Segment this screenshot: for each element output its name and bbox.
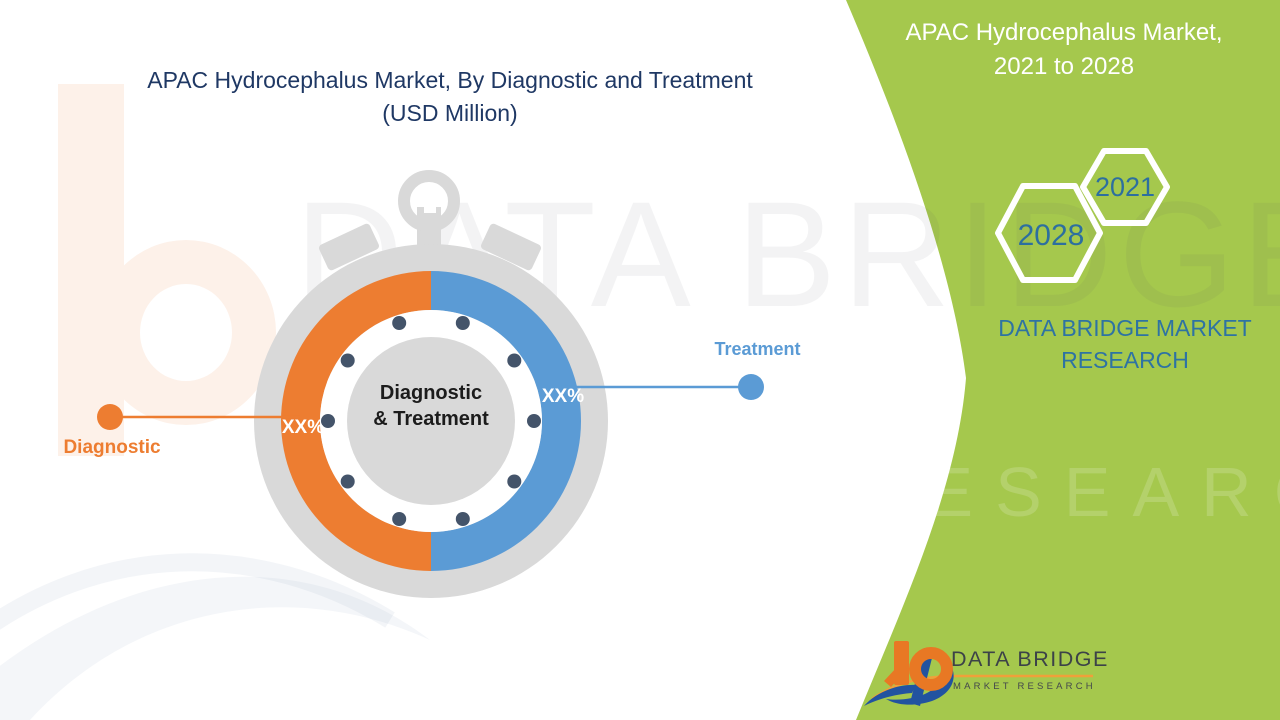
stopwatch-left-button xyxy=(319,223,379,271)
tick-dot xyxy=(392,512,407,526)
tick-dot xyxy=(321,414,335,428)
logo-d-tail xyxy=(864,684,916,706)
logo-b-foot xyxy=(884,668,903,687)
slice-treatment xyxy=(431,271,581,571)
main-title: APAC Hydrocephalus Market, By Diagnostic… xyxy=(70,64,830,130)
tick-dot xyxy=(527,414,541,428)
hexagon-year-2021: 2021 xyxy=(1094,172,1156,202)
stopwatch-stem-notch xyxy=(424,201,436,213)
tick-dot xyxy=(392,316,407,330)
tick-dot xyxy=(455,512,470,526)
logo-b-bowl xyxy=(909,647,953,691)
green-panel-shape xyxy=(846,0,1280,720)
diagnostic-value: XX% xyxy=(281,417,325,438)
year-hexagons xyxy=(995,148,1170,283)
logo-title: DATA BRIDGE xyxy=(951,647,1109,671)
hexagon-2021 xyxy=(1080,148,1170,226)
slice-diagnostic xyxy=(281,271,431,571)
side-panel-title-line2: 2021 to 2028 xyxy=(993,53,1135,80)
logo-d-crescent xyxy=(886,652,954,705)
swirl-shape xyxy=(0,576,430,720)
hexagon-2028 xyxy=(995,183,1103,283)
tick-dot xyxy=(340,353,355,368)
donut-center-label-line2: & Treatment xyxy=(373,408,489,430)
tick-dot xyxy=(507,353,522,368)
brand-name-line1: DATA BRIDGE MARKET xyxy=(998,315,1252,341)
tick-dot xyxy=(455,316,470,330)
treatment-value: XX% xyxy=(541,386,585,407)
treatment-label: Treatment xyxy=(714,339,801,359)
hexagon-year-2028: 2028 xyxy=(1017,219,1085,252)
tick-dot xyxy=(340,474,355,489)
diagnostic-leader-dot xyxy=(97,404,123,430)
donut-center-hub xyxy=(347,337,515,505)
donut-center-label: Diagnostic & Treatment xyxy=(341,380,521,432)
treatment-leader-dot xyxy=(738,374,764,400)
stopwatch-right-button xyxy=(481,223,541,271)
donut-center-label-line1: Diagnostic xyxy=(379,382,483,404)
main-title-line2: (USD Million) xyxy=(382,100,518,126)
stopwatch-crown-ring xyxy=(398,170,460,232)
logo-subtitle: MARKET RESEARCH xyxy=(953,681,1096,692)
main-title-line1: APAC Hydrocephalus Market, By Diagnostic… xyxy=(147,67,753,93)
data-bridge-logo-icon xyxy=(864,641,1093,706)
side-panel-title-line1: APAC Hydrocephalus Market, xyxy=(905,19,1223,46)
diagnostic-label: Diagnostic xyxy=(63,437,161,458)
brand-name-line2: RESEARCH xyxy=(1061,347,1189,373)
brand-name: DATA BRIDGE MARKET RESEARCH xyxy=(935,312,1280,376)
tick-dots xyxy=(321,316,541,526)
watermark-b-stem xyxy=(58,84,124,456)
side-panel-title: APAC Hydrocephalus Market, 2021 to 2028 xyxy=(884,16,1244,84)
tick-dot xyxy=(507,474,522,489)
swirl-arc xyxy=(0,553,395,630)
